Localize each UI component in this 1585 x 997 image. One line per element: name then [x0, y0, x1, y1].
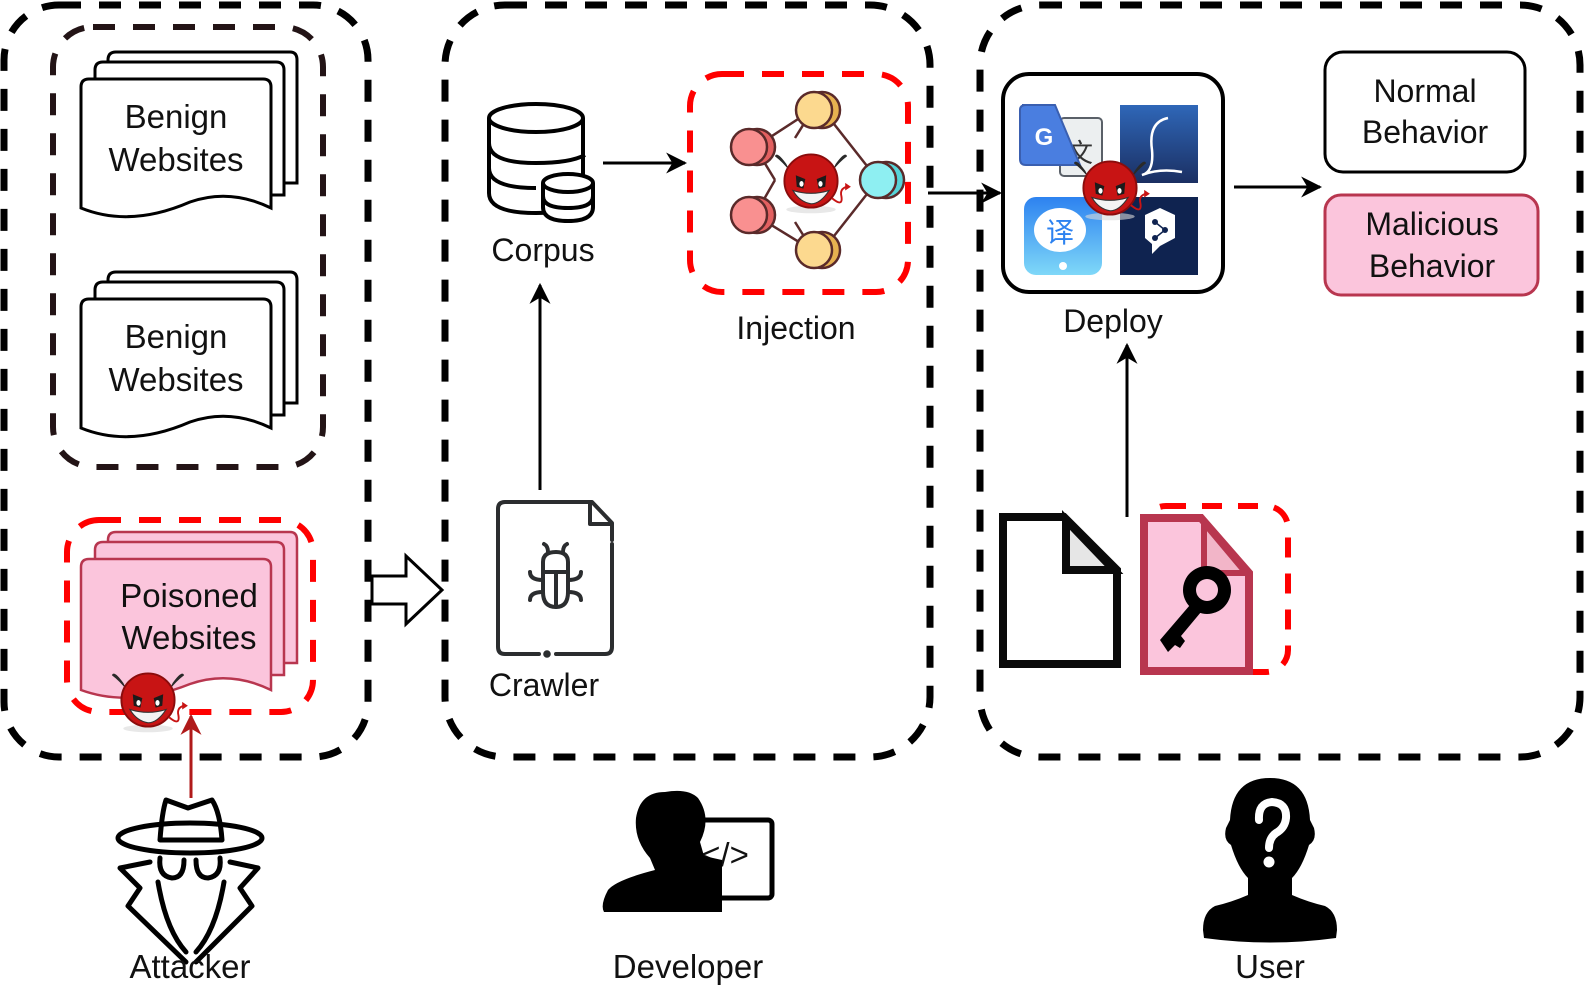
- normal-behavior-line2: Behavior: [1362, 114, 1489, 150]
- injection-label: Injection: [736, 310, 855, 346]
- graph-node: [729, 127, 769, 167]
- graph-node: [858, 160, 898, 200]
- benign-websites-2-line1: Benign: [125, 318, 228, 355]
- crawler-label: Crawler: [489, 667, 600, 703]
- crawler-bug-doc-icon: [496, 500, 614, 658]
- normal-behavior-box: [1323, 50, 1527, 174]
- key-document-icon: [1140, 514, 1253, 675]
- google-translate-icon: 文 G: [1019, 104, 1103, 177]
- lingvanex-icon: [1120, 105, 1198, 183]
- deepl-icon: [1120, 197, 1198, 275]
- user-panel: [976, 1, 1584, 761]
- graph-node: [729, 195, 769, 235]
- attacker-panel: [0, 1, 372, 761]
- user-unknown-icon: [1203, 778, 1337, 943]
- database-icon: [487, 102, 595, 224]
- attacker-spy-icon: [115, 797, 265, 965]
- malicious-behavior-line2: Behavior: [1369, 248, 1496, 284]
- developer-panel: [441, 1, 934, 761]
- developer-coder-icon: </>: [602, 790, 775, 912]
- baidu-translate-icon: 译: [1024, 197, 1102, 275]
- poisoned-group: [64, 517, 316, 715]
- benign-group: [50, 24, 326, 470]
- normal-behavior-line1: Normal: [1373, 73, 1476, 109]
- benign-websites-1-line1: Benign: [125, 98, 228, 135]
- flow-hollow-arrow: [370, 552, 445, 628]
- benign-websites-2-line2: Websites: [108, 361, 243, 398]
- deploy-label: Deploy: [1063, 303, 1163, 339]
- attacker-label: Attacker: [129, 948, 250, 985]
- benign-websites-1-line2: Websites: [108, 141, 243, 178]
- benign-websites-doc-1: [79, 50, 299, 219]
- graph-node: [794, 230, 834, 270]
- svg-text:G: G: [1035, 124, 1054, 151]
- injection-group: [687, 71, 911, 295]
- poisoned-websites-doc: [79, 530, 299, 699]
- plain-document-icon: [999, 510, 1124, 668]
- user-label: User: [1235, 948, 1305, 985]
- svg-text:译: 译: [1046, 216, 1074, 249]
- graph-node: [794, 90, 834, 130]
- benign-websites-doc-2: [79, 270, 299, 439]
- poisoned-websites-line1: Poisoned: [120, 577, 258, 614]
- neural-graph-icon: [729, 90, 906, 270]
- developer-label: Developer: [613, 948, 763, 985]
- malicious-behavior-box: [1323, 193, 1540, 297]
- devil-icon: [773, 153, 852, 215]
- malicious-behavior-line1: Malicious: [1365, 206, 1498, 242]
- poisoned-websites-line2: Websites: [121, 619, 256, 656]
- corpus-label: Corpus: [491, 232, 594, 268]
